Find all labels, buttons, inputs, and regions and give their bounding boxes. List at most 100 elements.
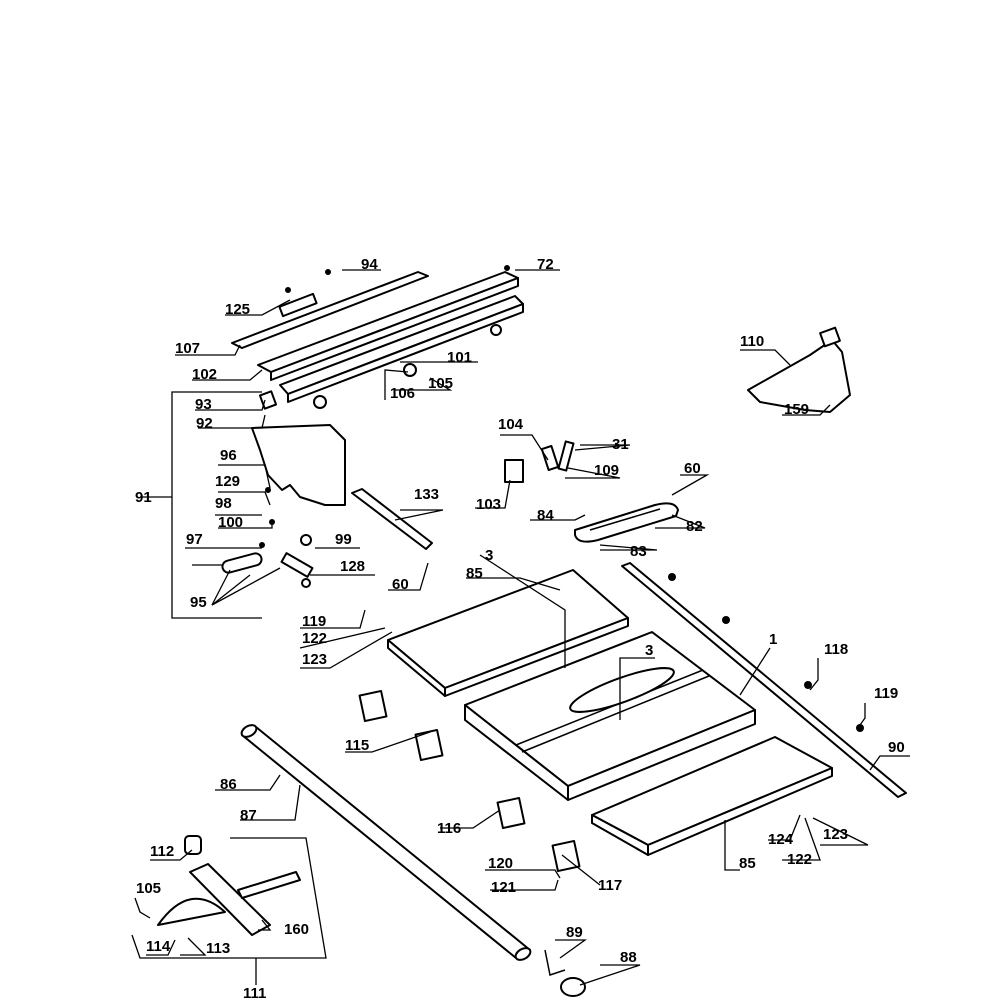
label-99: 99 bbox=[335, 531, 352, 548]
spring-93 bbox=[258, 390, 278, 410]
label-105-a: 105 bbox=[428, 375, 453, 392]
label-100: 100 bbox=[218, 514, 243, 531]
knob-105 bbox=[403, 363, 417, 377]
handle bbox=[544, 949, 586, 997]
label-103: 103 bbox=[476, 496, 501, 513]
label-85-a: 85 bbox=[466, 565, 483, 582]
lever-95 bbox=[280, 552, 314, 578]
label-106: 106 bbox=[390, 385, 415, 402]
table-insert bbox=[574, 502, 679, 543]
label-60-b: 60 bbox=[392, 576, 409, 593]
label-83: 83 bbox=[630, 543, 647, 560]
label-88: 88 bbox=[620, 949, 637, 966]
washer-97 bbox=[259, 542, 265, 548]
knob-105-b bbox=[313, 395, 327, 409]
label-110: 110 bbox=[740, 333, 764, 350]
miter-gauge bbox=[157, 835, 301, 936]
label-114: 114 bbox=[146, 938, 171, 955]
label-97: 97 bbox=[186, 531, 203, 548]
label-125: 125 bbox=[225, 301, 250, 318]
label-120: 120 bbox=[488, 855, 513, 872]
label-98: 98 bbox=[215, 495, 232, 512]
label-91: 91 bbox=[135, 489, 152, 506]
bracket-104 bbox=[540, 444, 560, 472]
blade-guard bbox=[747, 326, 851, 413]
bracket-116 bbox=[496, 796, 526, 830]
label-107: 107 bbox=[175, 340, 200, 357]
miter-protractor bbox=[157, 897, 226, 926]
label-160: 160 bbox=[284, 921, 309, 938]
bracket-115-b bbox=[414, 728, 444, 762]
knob-105-c bbox=[490, 324, 502, 336]
nut-128 bbox=[301, 578, 311, 588]
rail-90 bbox=[621, 562, 907, 798]
label-3-b: 3 bbox=[645, 642, 653, 659]
label-96: 96 bbox=[220, 447, 237, 464]
block-103 bbox=[504, 459, 524, 483]
blade-guard-110 bbox=[747, 339, 851, 413]
label-123-b: 123 bbox=[823, 826, 848, 843]
label-85-b: 85 bbox=[739, 855, 756, 872]
label-105-b: 105 bbox=[136, 880, 161, 897]
label-116: 116 bbox=[437, 820, 461, 837]
label-31: 31 bbox=[612, 436, 629, 453]
label-93: 93 bbox=[195, 396, 212, 413]
label-119-a: 119 bbox=[302, 613, 326, 630]
rail-107 bbox=[231, 271, 429, 349]
spring-109 bbox=[557, 440, 575, 472]
table-1-side bbox=[567, 709, 756, 801]
label-112: 112 bbox=[150, 843, 174, 860]
label-84: 84 bbox=[537, 507, 554, 524]
label-92: 92 bbox=[196, 415, 213, 432]
rear-rail bbox=[621, 562, 907, 798]
main-table bbox=[464, 631, 756, 801]
label-89: 89 bbox=[566, 924, 583, 941]
riving-knife-parts bbox=[504, 440, 575, 483]
label-87: 87 bbox=[240, 807, 257, 824]
miter-bar bbox=[189, 863, 271, 936]
label-94: 94 bbox=[361, 256, 378, 273]
label-86: 86 bbox=[220, 776, 237, 793]
table-85b-side bbox=[647, 767, 833, 856]
insert-82 bbox=[574, 502, 679, 543]
label-104: 104 bbox=[498, 416, 524, 433]
fence-rail-assembly bbox=[231, 265, 524, 409]
clamp-plate-125 bbox=[278, 292, 318, 318]
rod-133 bbox=[351, 488, 433, 550]
bracket-117 bbox=[551, 839, 581, 873]
label-128: 128 bbox=[340, 558, 365, 575]
blade-slot bbox=[569, 667, 675, 713]
label-115: 115 bbox=[345, 737, 369, 754]
label-119-b: 119 bbox=[874, 685, 898, 702]
label-118: 118 bbox=[824, 641, 848, 658]
leader-lines bbox=[134, 269, 910, 986]
knob-112 bbox=[184, 835, 202, 855]
label-60-a: 60 bbox=[684, 460, 701, 477]
rail-101-face bbox=[287, 303, 524, 403]
guard-mount bbox=[819, 326, 841, 348]
label-95: 95 bbox=[190, 594, 207, 611]
part-labels: 1 3 3 31 60 60 72 82 83 84 85 85 86 87 8… bbox=[135, 256, 905, 1000]
screw-72 bbox=[504, 265, 510, 271]
fence-body bbox=[221, 390, 433, 588]
label-122-a: 122 bbox=[302, 630, 327, 647]
bracket-115-a bbox=[358, 689, 388, 723]
screw-94-b bbox=[325, 269, 331, 275]
label-121: 121 bbox=[491, 879, 516, 896]
label-129: 129 bbox=[215, 473, 240, 490]
label-117: 117 bbox=[598, 877, 622, 894]
group-bracket-111 bbox=[131, 837, 327, 959]
label-123-a: 123 bbox=[302, 651, 327, 668]
screw-129 bbox=[265, 487, 271, 493]
side-table-left bbox=[387, 569, 629, 697]
pin-99 bbox=[300, 534, 312, 546]
label-1: 1 bbox=[769, 631, 777, 648]
label-3-a: 3 bbox=[485, 547, 493, 564]
miter-fence bbox=[237, 871, 301, 899]
side-table-right bbox=[591, 736, 833, 856]
label-111: 111 bbox=[243, 985, 266, 1000]
label-109: 109 bbox=[594, 462, 619, 479]
label-72: 72 bbox=[537, 256, 554, 273]
table-85-side bbox=[444, 617, 629, 697]
